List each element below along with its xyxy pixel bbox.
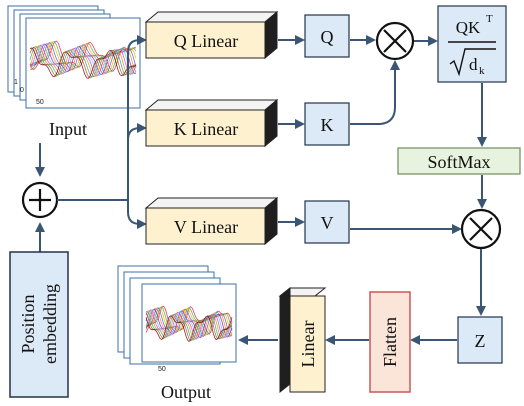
k-linear-block: K Linear <box>144 98 279 148</box>
wave-line <box>29 40 137 72</box>
scale-numerator-sup: T <box>486 13 493 25</box>
k-linear-label: K Linear <box>174 119 238 139</box>
wave-line <box>29 46 136 79</box>
scale-box: QK T d k <box>437 5 507 83</box>
scale-denominator: d <box>469 55 478 74</box>
q-matrix-box: Q <box>304 14 350 58</box>
output-stack: 50 Output <box>117 265 237 402</box>
wave-line <box>29 47 137 79</box>
v-matrix-label: V <box>321 213 334 233</box>
softmax-box: SoftMax <box>397 147 521 175</box>
wave-line <box>145 305 233 335</box>
input-stack: 1 0 50 Input <box>7 5 141 139</box>
output-wave-lines <box>145 305 233 343</box>
wave-line <box>29 43 137 77</box>
wave-line <box>29 45 137 77</box>
k-matrix-label: K <box>321 115 334 135</box>
input-tick-50: 50 <box>36 99 44 106</box>
position-embedding-line2: embedding <box>40 284 60 364</box>
wave-line <box>145 310 233 341</box>
scale-numerator: QK <box>456 18 481 37</box>
z-matrix-label: Z <box>475 331 486 351</box>
add-operator <box>21 181 59 219</box>
input-tick-0: 0 <box>20 87 24 94</box>
branch-lines <box>57 35 147 229</box>
input-wave-lines <box>29 40 137 79</box>
scale-denominator-sub: k <box>479 65 485 77</box>
v-linear-label: V Linear <box>174 217 238 237</box>
wave-line <box>146 307 233 337</box>
output-label: Output <box>161 382 211 402</box>
output-tick-50: 50 <box>158 366 166 373</box>
arrow-k-to-mul1 <box>350 60 400 125</box>
softmax-label: SoftMax <box>428 152 491 172</box>
q-linear-label: Q Linear <box>174 31 238 51</box>
linear-block: Linear <box>278 286 327 394</box>
input-thumb-front: 1 0 50 <box>14 17 141 109</box>
flatten-box: Flatten <box>369 291 411 393</box>
flatten-label: Flatten <box>380 317 400 367</box>
q-linear-block: Q Linear <box>144 10 279 60</box>
k-matrix-box: K <box>304 102 350 146</box>
wave-line <box>145 311 233 341</box>
input-label: Input <box>49 119 87 139</box>
multiply-operator-2 <box>460 208 502 250</box>
input-tick-1: 1 <box>14 79 18 86</box>
v-linear-block: V Linear <box>144 196 279 246</box>
position-embedding-box: Position embedding <box>9 251 69 398</box>
wave-line <box>145 315 233 343</box>
q-matrix-label: Q <box>321 27 334 47</box>
multiply-operator-1 <box>375 21 415 61</box>
v-matrix-box: V <box>304 200 350 244</box>
linear-label: Linear <box>298 321 318 368</box>
output-thumb-front: 50 <box>141 283 237 373</box>
scale-sqrt-sign <box>449 48 496 77</box>
position-embedding-line1: Position <box>18 294 38 353</box>
z-matrix-box: Z <box>457 316 503 364</box>
wave-line <box>29 43 136 76</box>
